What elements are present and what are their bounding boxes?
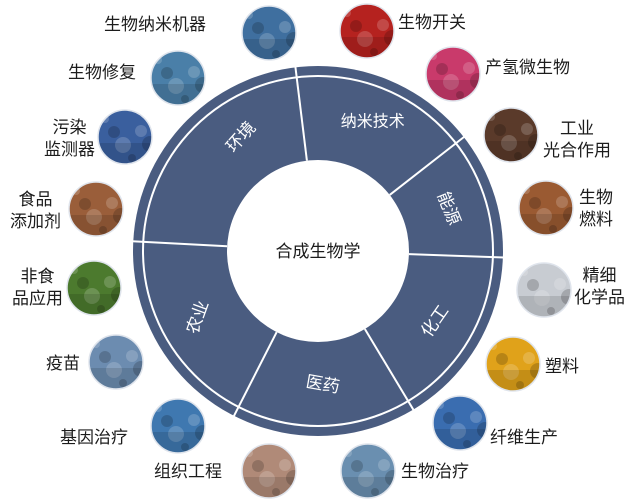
sector-divider [132, 240, 228, 248]
sector-label-nano: 纳米技术 [341, 112, 405, 131]
fiber-photo-icon [432, 395, 488, 451]
application-label-photosynth: 工业光合作用 [543, 118, 611, 162]
vaccine-photo-icon [88, 334, 144, 390]
wheel-center-disk [227, 160, 409, 342]
plastics-photo-icon [485, 336, 541, 392]
application-label-bioswitch: 生物开关 [398, 13, 466, 33]
application-label-line: 监测器 [44, 140, 95, 160]
photosynthesis-photo-icon [483, 107, 539, 163]
fine-chemicals-photo-icon [516, 262, 572, 318]
sector-divider [232, 331, 278, 418]
application-label-line: 食品 [18, 190, 53, 210]
bio-switch-photo-icon [339, 3, 395, 59]
crop-field-photo-icon [66, 260, 122, 316]
pollution-monitor-photo-icon [97, 109, 153, 165]
application-label-foodadd: 食品添加剂 [10, 189, 61, 233]
application-label-line: 燃料 [579, 210, 613, 230]
sector-divider [294, 66, 308, 161]
application-label-line: 化学品 [574, 288, 625, 308]
application-label-plastics: 塑料 [545, 357, 579, 377]
application-label-bioremed: 生物修复 [68, 63, 136, 83]
tissue-engineering-photo-icon [241, 443, 297, 499]
application-label-line: 非食 [20, 267, 55, 287]
application-label-line: 品应用 [12, 289, 63, 309]
application-label-line: 污染 [52, 118, 87, 138]
application-label-vaccine: 疫苗 [46, 354, 80, 374]
center-label: 合成生物学 [276, 242, 361, 262]
sector-divider [408, 253, 504, 259]
application-label-line: 工业 [560, 119, 594, 139]
application-label-line: 添加剂 [10, 212, 61, 232]
biotherapy-photo-icon [340, 443, 396, 499]
application-label-line: 光合作用 [543, 141, 611, 161]
gene-therapy-photo-icon [150, 398, 206, 454]
sector-divider [389, 135, 466, 196]
application-label-pollution: 污染监测器 [44, 117, 95, 161]
application-label-finechem: 精细化学品 [574, 265, 625, 309]
application-label-line: 生物 [579, 188, 613, 208]
application-label-biofuel: 生物燃料 [579, 187, 613, 231]
application-label-tissue: 组织工程 [154, 462, 222, 482]
hydrogen-microbe-photo-icon [425, 46, 481, 102]
application-label-gene: 基因治疗 [60, 428, 128, 448]
application-label-hydrogen: 产氢微生物 [485, 58, 570, 78]
application-label-line: 精细 [582, 266, 617, 286]
application-label-biotherapy: 生物治疗 [401, 462, 469, 482]
application-label-nonfood: 非食品应用 [12, 266, 63, 310]
application-label-fiber: 纤维生产 [490, 428, 558, 448]
nanomachine-photo-icon [241, 5, 297, 61]
application-label-nanomachine: 生物纳米机器 [104, 15, 206, 35]
wheel-inner-ring-line [142, 75, 494, 427]
food-additive-photo-icon [68, 181, 124, 237]
sector-divider [364, 328, 415, 411]
biofuel-photo-icon [518, 180, 574, 236]
bioremediation-photo-icon [150, 50, 206, 106]
